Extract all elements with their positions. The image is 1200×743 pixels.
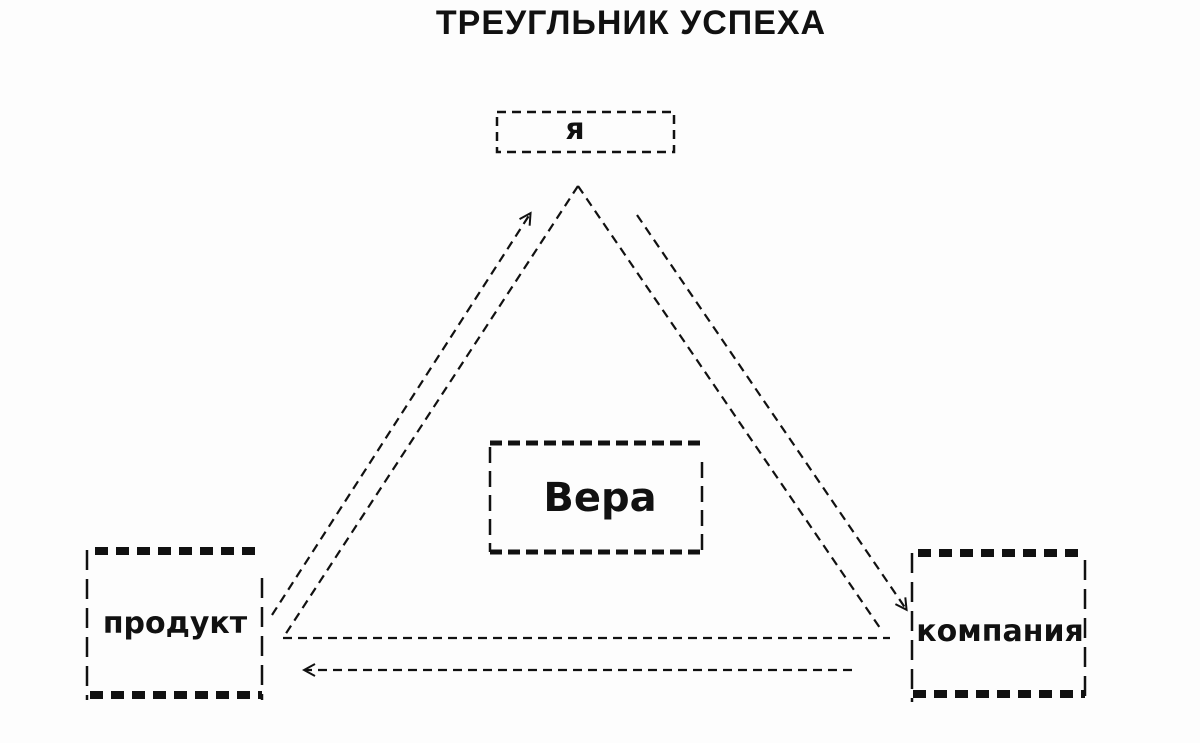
edge-ya-kompaniya	[577, 185, 881, 629]
node-box-ya	[495, 110, 676, 154]
arrow-produkt-to-ya	[271, 214, 530, 616]
node-label-vera: Вера	[543, 475, 657, 521]
node-label-ya: я	[565, 112, 585, 147]
node-label-kompaniya: компания	[916, 614, 1084, 649]
triangle-edges	[282, 185, 890, 640]
flow-arrows	[271, 214, 906, 670]
node-label-produkt: продукт	[102, 606, 248, 641]
diagram-title: ТРЕУГЛЬНИК УСПЕХА	[435, 4, 827, 42]
edge-ya-produkt	[282, 185, 579, 639]
node-box-produkt	[85, 547, 264, 700]
node-box-kompaniya	[910, 549, 1087, 702]
node-box-vera	[488, 440, 704, 555]
arrow-ya-to-kompaniya	[636, 214, 906, 609]
